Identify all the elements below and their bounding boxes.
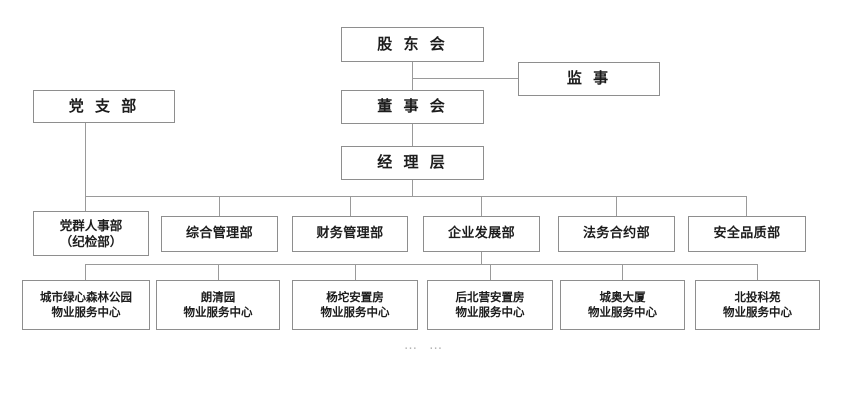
node-supervisor[interactable]: 监 事	[518, 62, 660, 96]
node-department-finance-label: 财务管理部	[316, 225, 384, 241]
node-management-level[interactable]: 经 理 层	[341, 146, 484, 180]
node-department-finance[interactable]: 财务管理部	[292, 216, 408, 252]
connector-drop-safety-quality	[746, 196, 747, 216]
connector-enterprise-to-center-bus	[481, 252, 482, 264]
connector-drop-enterprise-development	[481, 196, 482, 216]
connector-drop-green-heart-forest-park	[85, 264, 86, 280]
node-service-center-yangtuo-resettlement[interactable]: 杨坨安置房 物业服务中心	[292, 280, 418, 330]
connector-drop-finance	[350, 196, 351, 216]
node-department-legal-contract-label: 法务合约部	[582, 225, 650, 241]
node-shareholders-meeting[interactable]: 股 东 会	[341, 27, 484, 62]
node-service-center-houbeiying-resettlement-label: 后北营安置房 物业服务中心	[455, 290, 525, 319]
node-service-center-beitou-keyuan-label: 北投科苑 物业服务中心	[723, 290, 792, 319]
node-department-general-admin-label: 综合管理部	[185, 225, 253, 241]
connector-drop-chengao-building	[622, 264, 623, 280]
node-service-center-chengao-building-label: 城奥大厦 物业服务中心	[588, 290, 657, 319]
node-service-center-langqingyuan-label: 朗清园 物业服务中心	[183, 290, 253, 319]
node-department-safety-quality[interactable]: 安全品质部	[688, 216, 806, 252]
node-department-enterprise-development-label: 企业发展部	[447, 225, 515, 241]
node-supervisor-label: 监 事	[566, 69, 612, 88]
connector-drop-yangtuo-resettlement	[355, 264, 356, 280]
node-board-of-directors-label: 董 事 会	[377, 97, 448, 116]
node-party-branch-label: 党 支 部	[68, 96, 140, 115]
node-shareholders-meeting-label: 股 东 会	[377, 34, 448, 53]
node-party-branch[interactable]: 党 支 部	[33, 90, 175, 123]
connector-service-center-bus	[85, 264, 758, 265]
connector-board-to-management	[412, 124, 413, 146]
node-service-center-green-heart-forest-park-label: 城市绿心森林公园 物业服务中心	[40, 290, 132, 319]
connector-department-bus	[85, 196, 746, 197]
node-service-center-chengao-building[interactable]: 城奥大厦 物业服务中心	[560, 280, 685, 330]
node-department-party-hr[interactable]: 党群人事部 （纪检部）	[33, 211, 149, 256]
connector-drop-legal-contract	[616, 196, 617, 216]
node-department-enterprise-development[interactable]: 企业发展部	[423, 216, 540, 252]
connector-shareholders-to-board	[412, 62, 413, 91]
node-service-center-houbeiying-resettlement[interactable]: 后北营安置房 物业服务中心	[427, 280, 553, 330]
more-indicator: … …	[404, 338, 447, 353]
connector-drop-party-hr	[85, 196, 86, 211]
node-service-center-langqingyuan[interactable]: 朗清园 物业服务中心	[156, 280, 280, 330]
node-service-center-yangtuo-resettlement-label: 杨坨安置房 物业服务中心	[320, 290, 390, 319]
connector-management-to-dept-bus	[412, 180, 413, 196]
node-board-of-directors[interactable]: 董 事 会	[341, 90, 484, 124]
connector-drop-beitou-keyuan	[757, 264, 758, 280]
node-service-center-green-heart-forest-park[interactable]: 城市绿心森林公园 物业服务中心	[22, 280, 150, 330]
connector-party-branch-to-dept-bus	[85, 123, 86, 196]
connector-drop-langqingyuan	[218, 264, 219, 280]
connector-drop-general-admin	[219, 196, 220, 216]
node-department-safety-quality-label: 安全品质部	[713, 225, 781, 241]
node-management-level-label: 经 理 层	[377, 153, 448, 172]
node-department-legal-contract[interactable]: 法务合约部	[558, 216, 675, 252]
node-service-center-beitou-keyuan[interactable]: 北投科苑 物业服务中心	[695, 280, 820, 330]
node-department-general-admin[interactable]: 综合管理部	[161, 216, 278, 252]
connector-shareholders-to-supervisor	[412, 78, 519, 79]
connector-drop-houbeiying-resettlement	[490, 264, 491, 280]
node-department-party-hr-label: 党群人事部 （纪检部）	[59, 217, 123, 249]
